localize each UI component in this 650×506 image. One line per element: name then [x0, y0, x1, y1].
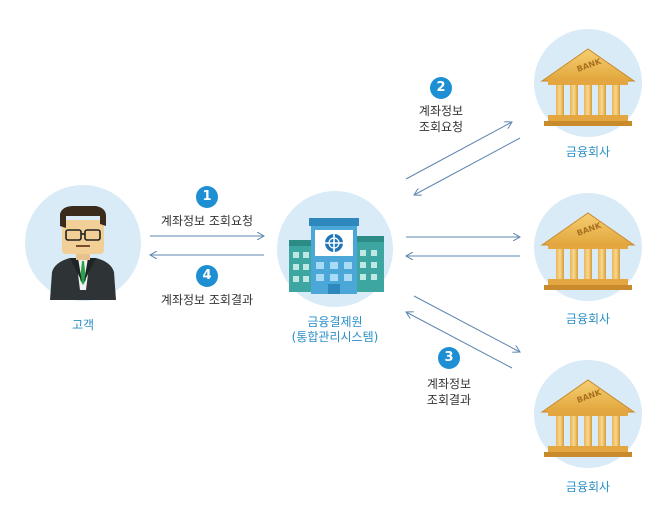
step-label-3: 계좌정보 조회결과 [413, 376, 485, 408]
bank-node-3 [534, 360, 642, 468]
customer-label: 고객 [71, 318, 95, 332]
bank-icon [540, 379, 636, 457]
center-node [277, 191, 393, 307]
step-badge-3: 3 [438, 347, 460, 369]
step-badge-4: 4 [196, 265, 218, 287]
step-label-2-line1: 계좌정보 [418, 104, 464, 118]
bank-node-1 [534, 29, 642, 137]
arrow-to-bank1 [405, 122, 512, 180]
step-label-3-line2: 조회결과 [426, 393, 472, 407]
bank-node-2 [534, 193, 642, 301]
center-label-line1: 금융결제원 [307, 315, 363, 329]
step-badge-2: 2 [430, 77, 452, 99]
step-label-1: 계좌정보 조회요청 [160, 214, 254, 228]
step-label-4: 계좌정보 조회결과 [160, 293, 254, 307]
arrows [150, 122, 521, 369]
step-label-2: 계좌정보 조회요청 [405, 103, 477, 135]
step-badge-1: 1 [196, 186, 218, 208]
step-label-2-line2: 조회요청 [418, 120, 464, 134]
center-label-line2: (통합관리시스템) [291, 330, 379, 344]
bank-label-1: 금융회사 [565, 145, 611, 159]
center-label: 금융결제원 (통합관리시스템) [275, 315, 395, 345]
bank-label-2: 금융회사 [565, 312, 611, 326]
arrow-from-bank3 [406, 312, 513, 369]
arrow-to-bank3 [413, 295, 520, 352]
bank-icon [540, 48, 636, 126]
customer-node [25, 185, 141, 301]
building-icon [289, 218, 384, 294]
step-label-3-line1: 계좌정보 [426, 377, 472, 391]
arrow-from-bank1 [414, 137, 521, 195]
bank-icon [540, 212, 636, 290]
customer-avatar-icon [50, 206, 116, 300]
bank-label-3: 금융회사 [565, 480, 611, 494]
